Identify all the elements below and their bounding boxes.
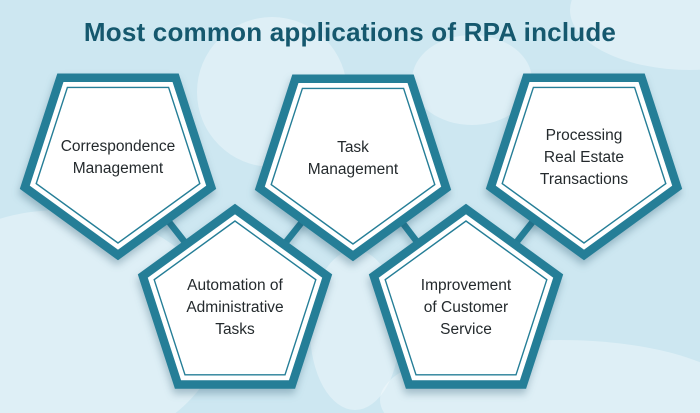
pentagon-shape xyxy=(137,203,333,389)
pentagon-automation-of-administrative-tasks xyxy=(137,203,333,389)
pentagon-inner-line xyxy=(384,220,548,376)
pentagon-task-management xyxy=(254,74,452,262)
pentagon-shape xyxy=(19,73,217,261)
pentagon-inner-line xyxy=(270,87,436,245)
pentagon-correspondence-management xyxy=(19,73,217,261)
pentagon-processing-real-estate-transactions xyxy=(485,73,683,261)
pentagon-shape xyxy=(254,74,452,262)
pentagon-shape xyxy=(368,203,564,389)
pentagon-shape xyxy=(485,73,683,261)
page-title: Most common applications of RPA include xyxy=(83,17,617,47)
pentagon-improvement-of-customer-service xyxy=(368,203,564,389)
pentagon-inner-line xyxy=(153,220,317,376)
pentagon-inner-line xyxy=(501,86,667,244)
pentagon-inner-line xyxy=(35,86,201,244)
